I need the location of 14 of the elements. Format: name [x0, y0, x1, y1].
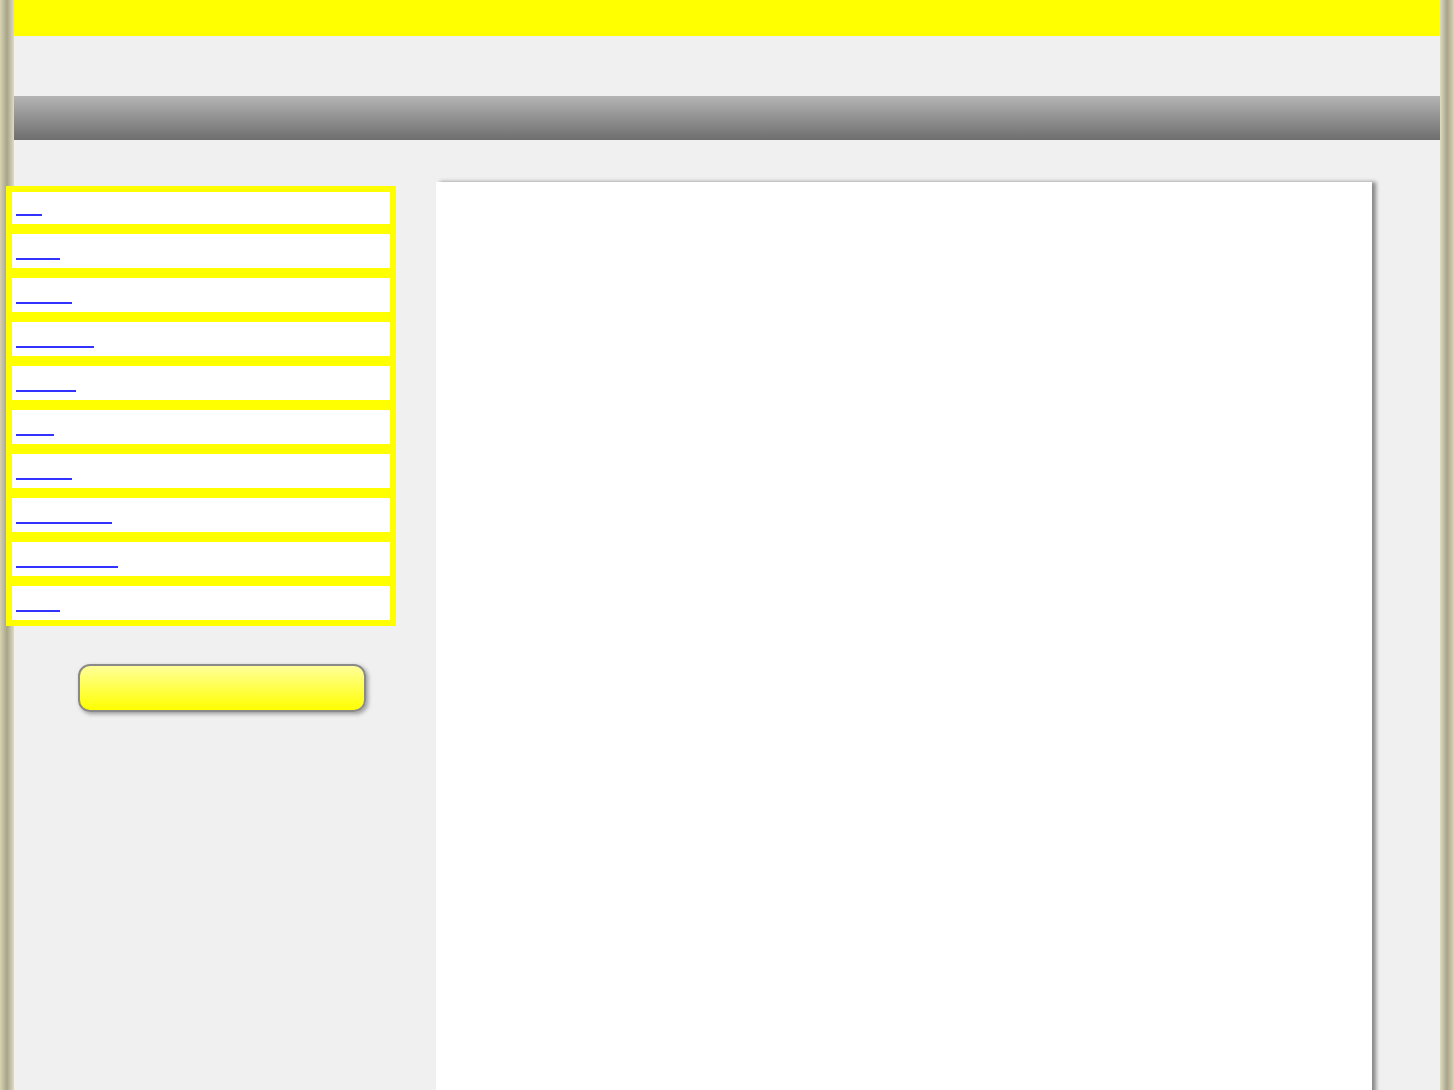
content-panel: [436, 182, 1372, 1090]
header-bar: [14, 0, 1440, 36]
menu-item: [6, 406, 396, 450]
menu-item: [6, 582, 396, 626]
button: [78, 664, 366, 712]
nav-bar: [14, 96, 1440, 140]
menu-item: [6, 450, 396, 494]
menu-item: [6, 362, 396, 406]
menu-item: [6, 538, 396, 582]
menu-item: [6, 318, 396, 362]
menu-item: [6, 274, 396, 318]
menu-item: [6, 494, 396, 538]
menu-item: [6, 186, 396, 230]
menu-item: [6, 230, 396, 274]
